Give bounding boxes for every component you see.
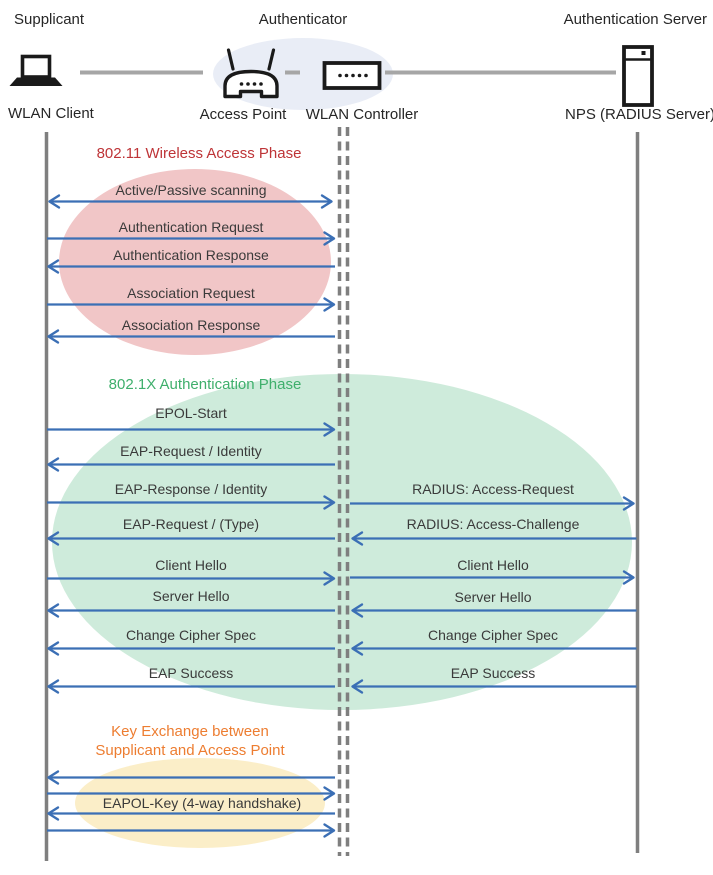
message-label-association-request: Association Request (127, 285, 255, 301)
laptop-icon (9, 54, 63, 86)
message-label-radius-access-challenge: RADIUS: Access-Challenge (406, 516, 580, 532)
node-label-access-point: Access Point (199, 106, 287, 123)
message-label-change-cipher-spec-left: Change Cipher Spec (126, 627, 256, 643)
message-label-authentication-response: Authentication Response (113, 247, 269, 263)
phase3-title-line2: Supplicant and Access Point (95, 742, 285, 759)
message-label-server-hello-left: Server Hello (152, 588, 230, 604)
message-label-active-passive-scanning: Active/Passive scanning (115, 182, 267, 198)
access-point-icon (223, 48, 279, 99)
message-label-eap-response-identity: EAP-Response / Identity (114, 481, 268, 497)
server-icon (622, 45, 654, 107)
role-authentication-server: Authentication Server (563, 11, 707, 28)
message-label-eap-success-left: EAP Success (148, 665, 234, 681)
message-label-authentication-request: Authentication Request (118, 219, 264, 235)
message-label-client-hello-left: Client Hello (155, 557, 227, 573)
message-label-eap-success-right: EAP Success (450, 665, 536, 681)
phase1-ellipse (59, 169, 331, 355)
node-label-wlan-client: WLAN Client (8, 105, 94, 122)
message-label-epol-start: EPOL-Start (155, 405, 227, 421)
message-label-eap-request-identity: EAP-Request / Identity (120, 443, 262, 459)
message-label-eap-request-type: EAP-Request / (Type) (122, 516, 260, 532)
message-label-change-cipher-spec-right: Change Cipher Spec (428, 627, 558, 643)
phase1-title: 802.11 Wireless Access Phase (96, 145, 302, 162)
node-label-nps-radius-server: NPS (RADIUS Server) (564, 106, 713, 123)
role-authenticator: Authenticator (258, 11, 348, 28)
message-label-eapol-key-handshake: EAPOL-Key (4-way handshake) (102, 795, 302, 811)
role-supplicant: Supplicant (14, 11, 85, 28)
wlan-controller-icon (322, 61, 382, 90)
phase3-title-line1: Key Exchange between (111, 723, 269, 740)
node-label-wlan-controller: WLAN Controller (305, 106, 419, 123)
phase3-title: Key Exchange between Supplicant and Acce… (95, 722, 284, 760)
message-label-client-hello-right: Client Hello (457, 557, 529, 573)
phase2-title: 802.1X Authentication Phase (108, 376, 302, 393)
phase3-ellipse (75, 758, 325, 848)
message-label-server-hello-right: Server Hello (454, 589, 532, 605)
message-label-radius-access-request: RADIUS: Access-Request (412, 481, 574, 497)
message-label-association-response: Association Response (121, 317, 261, 333)
phase2-ellipse (52, 374, 632, 710)
